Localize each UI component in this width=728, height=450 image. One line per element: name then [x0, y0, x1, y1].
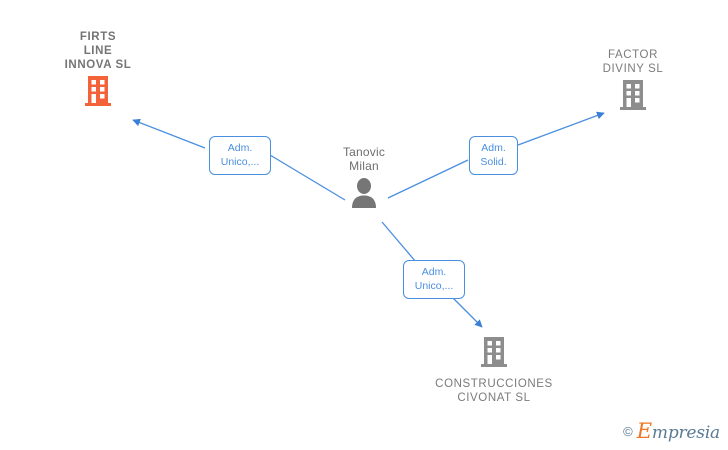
- building-icon: [419, 333, 569, 371]
- node-construcciones-civonat[interactable]: CONSTRUCCIONES CIVONAT SL: [419, 333, 569, 405]
- building-icon: [558, 76, 708, 114]
- empresia-logo[interactable]: © Empresia: [623, 421, 720, 442]
- node-label-firts-line-innova: FIRTS LINE INNOVA SL: [64, 31, 132, 71]
- node-label-factor-diviny: FACTOR DIVINY SL: [602, 49, 664, 75]
- edge-label-to-firts-line-innova[interactable]: Adm. Unico,...: [209, 136, 271, 175]
- edge-label-to-factor-diviny[interactable]: Adm. Solid.: [469, 136, 518, 175]
- brand-name: Empresia: [637, 421, 720, 442]
- building-icon: [23, 72, 173, 110]
- copyright-icon: ©: [623, 424, 633, 439]
- brand-initial: E: [636, 419, 652, 443]
- node-label-construcciones-civonat: CONSTRUCCIONES CIVONAT SL: [435, 378, 553, 404]
- node-label-tanovic-milan: Tanovic Milan: [342, 145, 386, 173]
- edge-line-to-firts-line-innova[interactable]: [132, 118, 346, 201]
- node-tanovic-milan[interactable]: Tanovic Milan: [289, 145, 439, 211]
- node-firts-line-innova[interactable]: FIRTS LINE INNOVA SL: [23, 30, 173, 110]
- brand-rest: mpresia: [651, 423, 720, 443]
- node-factor-diviny[interactable]: FACTOR DIVINY SL: [558, 48, 708, 114]
- edge-label-to-construcciones-civonat[interactable]: Adm. Unico,...: [403, 260, 465, 299]
- person-icon: [289, 173, 439, 211]
- edge-line-to-factor-diviny[interactable]: [387, 111, 605, 199]
